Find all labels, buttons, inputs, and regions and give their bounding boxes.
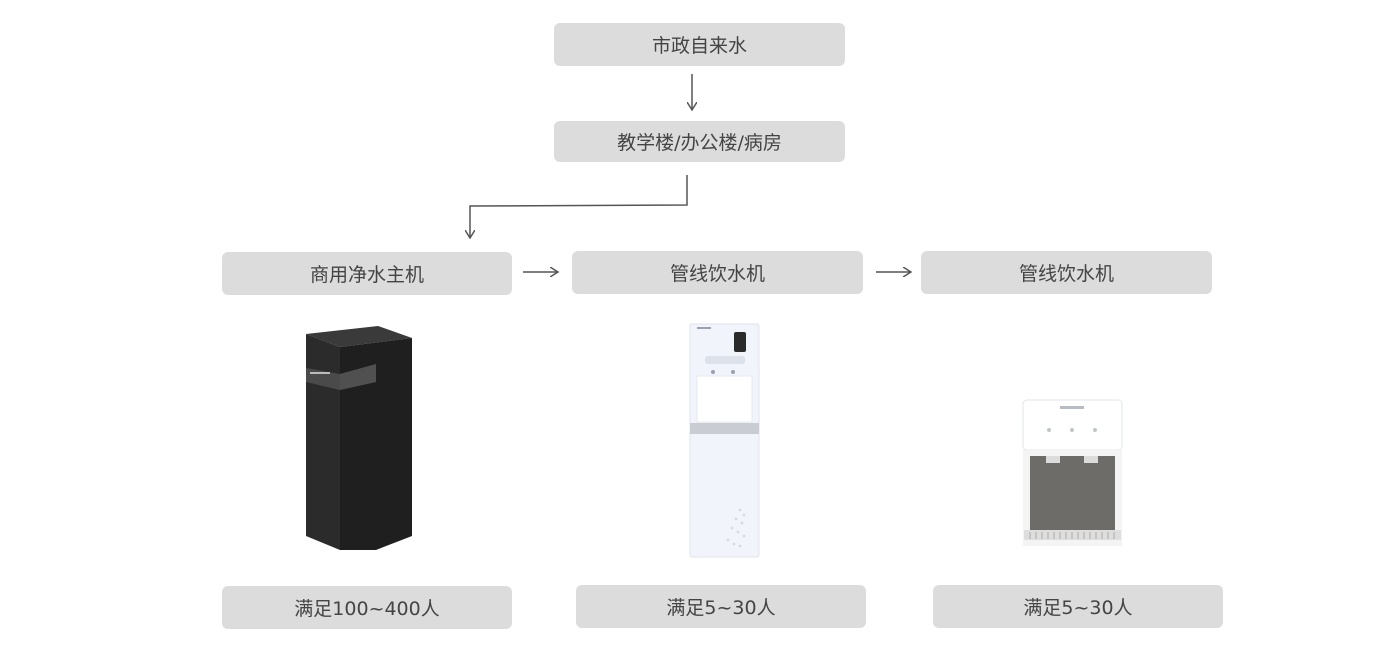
node-commercial-purifier: 商用净水主机	[222, 252, 512, 295]
capacity-label: 满足5~30人	[666, 597, 776, 619]
capacity-box-3: 满足5~30人	[933, 585, 1223, 628]
capacity-box-1: 满足100~400人	[222, 586, 512, 629]
node-label: 管线饮水机	[669, 263, 765, 285]
location-box: 教学楼/办公楼/病房	[554, 121, 845, 162]
capacity-box-2: 满足5~30人	[576, 585, 866, 628]
arrow-location-to-purifier	[470, 175, 688, 238]
node-pipeline-dispenser-1: 管线饮水机	[572, 251, 863, 294]
capacity-label: 满足100~400人	[294, 598, 440, 620]
node-label: 管线饮水机	[1018, 263, 1114, 285]
source-label: 市政自来水	[651, 35, 747, 57]
location-label: 教学楼/办公楼/病房	[617, 132, 782, 154]
capacity-label: 满足5~30人	[1023, 597, 1133, 619]
source-box: 市政自来水	[554, 23, 845, 66]
node-label: 商用净水主机	[309, 264, 424, 286]
node-pipeline-dispenser-2: 管线饮水机	[921, 251, 1212, 294]
